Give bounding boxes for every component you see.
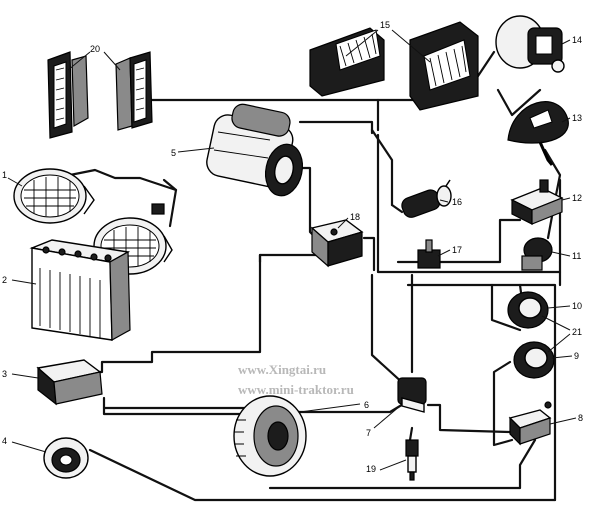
fuse-box bbox=[508, 401, 552, 446]
label-20: 20 bbox=[90, 44, 100, 54]
rear-lamp bbox=[507, 101, 569, 166]
light-switch bbox=[521, 237, 553, 271]
voltage-regulator bbox=[36, 359, 103, 406]
tail-light bbox=[495, 15, 565, 73]
label-7: 7 bbox=[366, 428, 371, 438]
side-lamp-right bbox=[409, 21, 479, 111]
mirror-left bbox=[47, 51, 89, 139]
label-6: 6 bbox=[364, 400, 369, 410]
label-8: 8 bbox=[578, 413, 583, 423]
label-15: 15 bbox=[380, 20, 390, 30]
label-1: 1 bbox=[2, 170, 7, 180]
label-17: 17 bbox=[452, 245, 462, 255]
label-16: 16 bbox=[452, 197, 462, 207]
part-number-labels: 1 2 3 4 5 6 7 8 9 10 11 12 13 14 15 16 1… bbox=[2, 20, 583, 474]
label-14: 14 bbox=[572, 35, 582, 45]
wiring-harness bbox=[68, 50, 562, 502]
starter-motor bbox=[206, 103, 304, 197]
label-5: 5 bbox=[171, 148, 176, 158]
generator bbox=[233, 395, 307, 477]
watermark-line-2: www.mini-traktor.ru bbox=[238, 382, 354, 397]
gauge-9 bbox=[513, 341, 555, 379]
watermark-line-1: www.Xingtai.ru bbox=[238, 362, 326, 377]
label-18: 18 bbox=[350, 212, 360, 222]
glow-plug bbox=[405, 439, 419, 481]
label-21: 21 bbox=[572, 327, 582, 337]
label-11: 11 bbox=[572, 251, 581, 261]
main-switch bbox=[397, 377, 427, 413]
label-3: 3 bbox=[2, 369, 7, 379]
battery bbox=[29, 239, 131, 342]
label-4: 4 bbox=[2, 436, 7, 446]
horn bbox=[43, 437, 89, 479]
gauge-10 bbox=[507, 291, 549, 329]
label-10: 10 bbox=[572, 301, 582, 311]
label-9: 9 bbox=[574, 351, 579, 361]
side-lamp-left bbox=[309, 27, 385, 97]
watermark: www.Xingtai.ru www.mini-traktor.ru bbox=[238, 362, 354, 397]
starter-solenoid bbox=[401, 179, 452, 218]
junction-box bbox=[310, 219, 364, 268]
relay bbox=[510, 179, 564, 225]
mirror-right bbox=[115, 51, 153, 131]
label-12: 12 bbox=[572, 193, 582, 203]
label-2: 2 bbox=[2, 275, 7, 285]
label-13: 13 bbox=[572, 113, 582, 123]
headlight-left bbox=[13, 168, 95, 224]
label-19: 19 bbox=[366, 464, 376, 474]
leader-lines bbox=[7, 29, 577, 471]
starter-button bbox=[417, 239, 441, 269]
